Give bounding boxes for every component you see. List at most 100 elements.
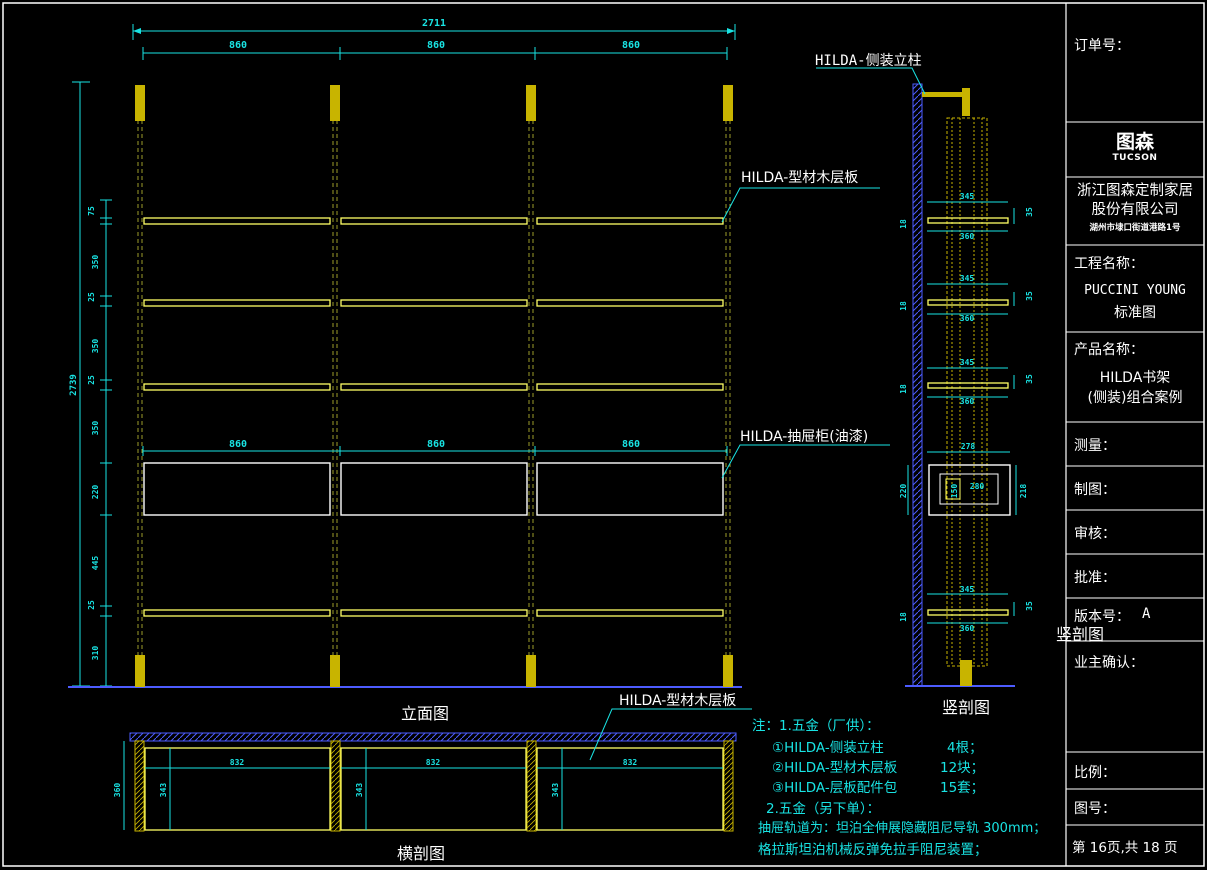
brand-logo-en: TUCSON <box>1112 153 1158 163</box>
sdim-gap-4: 18 <box>899 612 908 622</box>
approve-cell: 批准： <box>1066 554 1204 598</box>
page-info-cell: 第 16页,共 18 页 <box>1066 825 1204 866</box>
product-cell: 产品名称： HILDA书架 (侧装)组合案例 <box>1066 332 1204 422</box>
sdim-shelf-total-1: 360 <box>960 232 975 241</box>
vdim-3: 25 <box>87 292 96 302</box>
shelf-row-4 <box>143 609 724 617</box>
section-title: 竖剖图 <box>942 698 991 717</box>
plan-dimension-lines <box>123 741 723 830</box>
plan-title: 横剖图 <box>397 844 446 863</box>
vdim-9: 25 <box>87 600 96 610</box>
drawer-width-2: 860 <box>427 439 445 450</box>
notes-line-2: 2.五金（另下单）： <box>766 801 881 817</box>
drawer-1 <box>143 462 331 516</box>
sdim-drawer-side: 218 <box>1019 484 1028 499</box>
project-sub: 标准图 <box>1114 305 1156 321</box>
plan-width-3: 832 <box>623 758 638 767</box>
sdim-gap-3: 18 <box>899 384 908 394</box>
sdim-shelf-total-4: 360 <box>960 624 975 633</box>
column-width-dimensions <box>142 47 728 60</box>
section-shelves <box>927 217 1009 616</box>
drawing-no-label: 图号： <box>1074 801 1116 817</box>
vertical-dimension-labels: 75 350 25 350 25 350 220 445 25 310 <box>87 206 100 660</box>
product-sub: (侧装)组合案例 <box>1087 390 1183 406</box>
notes-item-1: ①HILDA-侧装立柱 4根； <box>772 736 983 756</box>
sdim-shelf-depth-4: 345 <box>960 585 975 594</box>
order-no-label: 订单号： <box>1074 38 1130 54</box>
brand-logo-cn: 图森 <box>1115 131 1154 153</box>
side-post-4 <box>723 85 733 687</box>
notes-item-2: ②HILDA-型材木层板 12块； <box>772 756 984 776</box>
vdim-6: 350 <box>91 421 100 436</box>
sdim-shelf-depth-3: 345 <box>960 358 975 367</box>
elevation-title: 立面图 <box>401 704 450 723</box>
plan-shelf-leader <box>589 708 752 761</box>
sdim-shelf-total-2: 360 <box>960 314 975 323</box>
notes-item-3-name: ③HILDA-层板配件包 <box>772 780 898 796</box>
sdim-shelf-total-3: 360 <box>960 397 975 406</box>
overall-width-label: 2711 <box>422 18 446 29</box>
notes-item-1-qty: 4根； <box>947 740 983 756</box>
company-name-1: 浙江图森定制家居 <box>1077 183 1193 199</box>
horizontal-section-view: 832 832 832 343 343 343 360 <box>113 708 752 832</box>
owner-cell: 业主确认： <box>1066 641 1204 752</box>
sdim-thick-1: 35 <box>1025 207 1034 217</box>
drawer-width-1: 860 <box>229 439 247 450</box>
section-dimension-lines <box>907 201 1017 624</box>
section-title-overlap: 竖剖图 <box>1056 625 1105 644</box>
section-drawer <box>928 464 1011 516</box>
measure-cell: 测量： <box>1066 422 1204 466</box>
column-width-3: 860 <box>622 40 640 51</box>
section-wall <box>912 83 923 687</box>
sdim-gap-2: 18 <box>899 301 908 311</box>
vdim-5: 25 <box>87 375 96 385</box>
column-width-2: 860 <box>427 40 445 51</box>
sdim-drawer-small: 150 <box>950 484 959 499</box>
notes-line-1: 注：1.五金（厂供）： <box>752 718 880 734</box>
drawer-3 <box>536 462 724 516</box>
shelf-callout: HILDA-型材木层板 <box>741 170 859 186</box>
review-cell: 审核： <box>1066 510 1204 554</box>
drawing-no-cell: 图号： <box>1066 789 1204 825</box>
company-name-2: 股份有限公司 <box>1091 202 1179 218</box>
vdim-4: 350 <box>91 339 100 354</box>
sdim-drawer-total: 278 <box>961 442 976 451</box>
plan-wall <box>129 732 737 742</box>
version-cell: 版本号： A <box>1066 598 1204 641</box>
side-post-2 <box>330 85 340 687</box>
drawer-cabinets <box>143 462 724 516</box>
scale-label: 比例： <box>1074 765 1116 781</box>
section-dimension-labels: 345 360 345 360 345 360 345 360 278 280 … <box>899 192 1034 633</box>
company-address: 湖州市埭口街道港路1号 <box>1089 223 1181 233</box>
plan-depth-1: 343 <box>159 783 168 798</box>
plan-total-depth: 360 <box>113 783 122 798</box>
product-label: 产品名称： <box>1074 342 1144 358</box>
plan-width-2: 832 <box>426 758 441 767</box>
drawn-cell: 制图： <box>1066 466 1204 510</box>
order-no-cell: 订单号： <box>1066 3 1204 122</box>
drawer-width-dimensions <box>142 446 728 456</box>
vdim-10: 310 <box>91 646 100 661</box>
product-name: HILDA书架 <box>1099 370 1171 386</box>
vertical-section-view: 345 360 345 360 345 360 345 360 278 280 … <box>816 67 1034 687</box>
drawer-callout: HILDA-抽屉柜(油漆) <box>740 429 869 445</box>
project-cell: 工程名称： PUCCINI YOUNG 标准图 <box>1066 245 1204 332</box>
side-post-callout: HILDA-侧装立柱 <box>815 53 922 69</box>
column-width-1: 860 <box>229 40 247 51</box>
elevation-view: 2711 860 860 860 2739 <box>68 18 890 688</box>
shelf-row-2 <box>143 299 724 307</box>
drawer-width-3: 860 <box>622 439 640 450</box>
notes-item-2-name: ②HILDA-型材木层板 <box>772 760 898 776</box>
title-block-grid <box>1066 121 1204 826</box>
section-post <box>946 117 988 686</box>
shelf-row-3 <box>143 383 724 391</box>
overall-height-label: 2739 <box>69 374 79 396</box>
shelf-row-1 <box>143 217 724 225</box>
sdim-drawer-inner: 280 <box>970 482 985 491</box>
overall-width-dimension <box>132 24 736 40</box>
plan-depth-3: 343 <box>551 783 560 798</box>
vdim-2: 350 <box>91 255 100 270</box>
vdim-7: 220 <box>91 485 100 500</box>
drawn-label: 制图： <box>1074 482 1116 498</box>
